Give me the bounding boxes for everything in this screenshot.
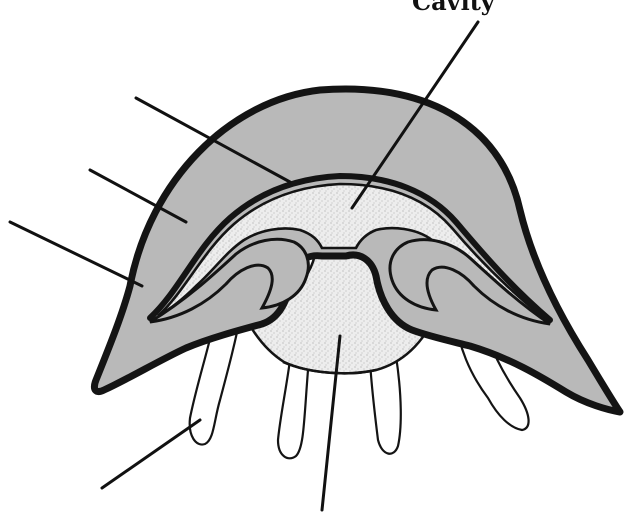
label-mask-left-bottom — [0, 436, 98, 512]
label-line-3 — [10, 222, 142, 286]
label-line-4 — [102, 420, 200, 488]
label-mask-left-top — [0, 0, 130, 88]
tentacle-mid-left — [278, 360, 308, 458]
label-cavity: Cavity — [412, 0, 495, 16]
